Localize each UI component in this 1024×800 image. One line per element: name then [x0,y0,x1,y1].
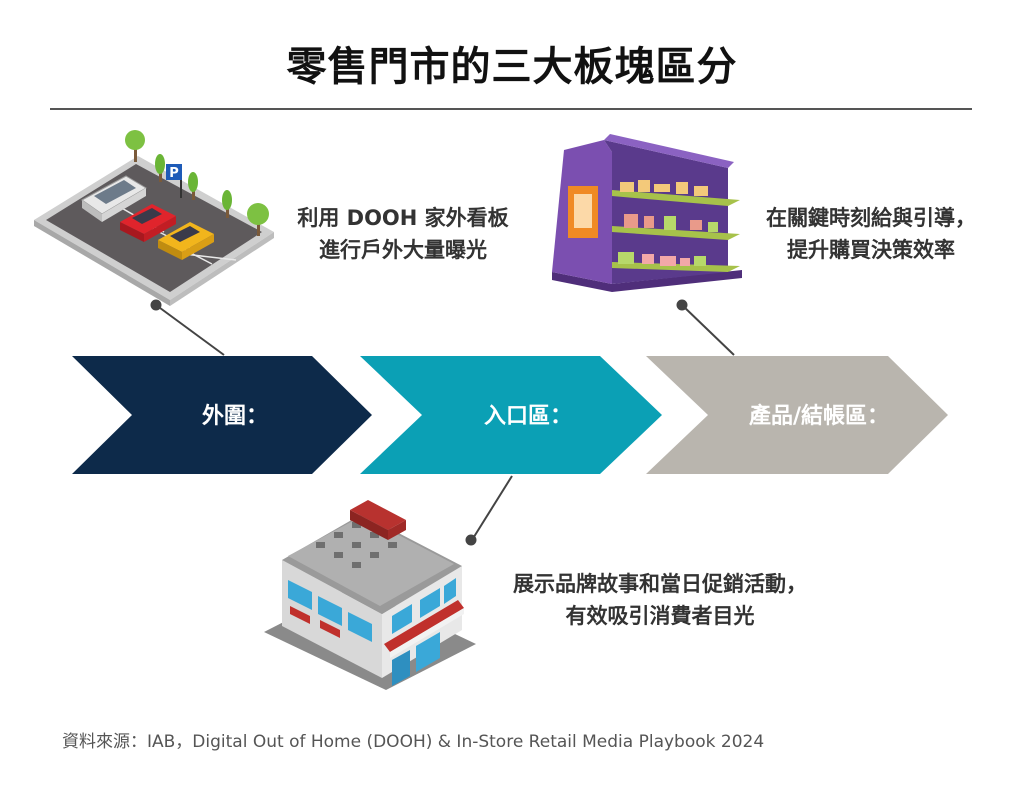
caption-entry: 展示品牌故事和當日促銷活動， 有效吸引消費者目光 [495,568,825,632]
connector-dot-entry [465,534,477,546]
connector-dot-outer [150,299,162,311]
caption-outer: 利用 DOOH 家外看板 進行戶外大量曝光 [278,202,528,266]
connector-dot-product [676,299,688,311]
caption-outer-line1: 利用 DOOH 家外看板 [297,206,509,230]
caption-entry-line1: 展示品牌故事和當日促銷活動， [513,572,807,596]
caption-product-line2: 提升購買決策效率 [787,238,955,262]
chevron-product [646,356,948,474]
page-title: 零售門市的三大板塊區分 [286,44,738,90]
connector-entry [471,475,513,541]
caption-outer-line2: 進行戶外大量曝光 [319,238,487,262]
stage-label-entry: 入口區： [483,404,572,429]
stage-label-outer: 外圍： [201,404,268,429]
connector-outer [155,304,225,356]
caption-product: 在關鍵時刻給與引導， 提升購買決策效率 [746,202,996,266]
chevron-outer [72,356,372,474]
storefront-icon [264,500,476,690]
connector-product [681,304,735,356]
store-shelf-icon [552,134,742,292]
caption-entry-line2: 有效吸引消費者目光 [565,604,755,628]
parking-lot-icon: P [34,130,274,306]
chevron-entry [360,356,662,474]
svg-text:P: P [169,166,179,181]
title-divider [50,108,972,110]
caption-product-line1: 在關鍵時刻給與引導， [766,206,976,230]
stage-label-product: 產品/結帳區： [748,404,890,429]
source-note: 資料來源：IAB，Digital Out of Home (DOOH) & In… [62,732,765,752]
